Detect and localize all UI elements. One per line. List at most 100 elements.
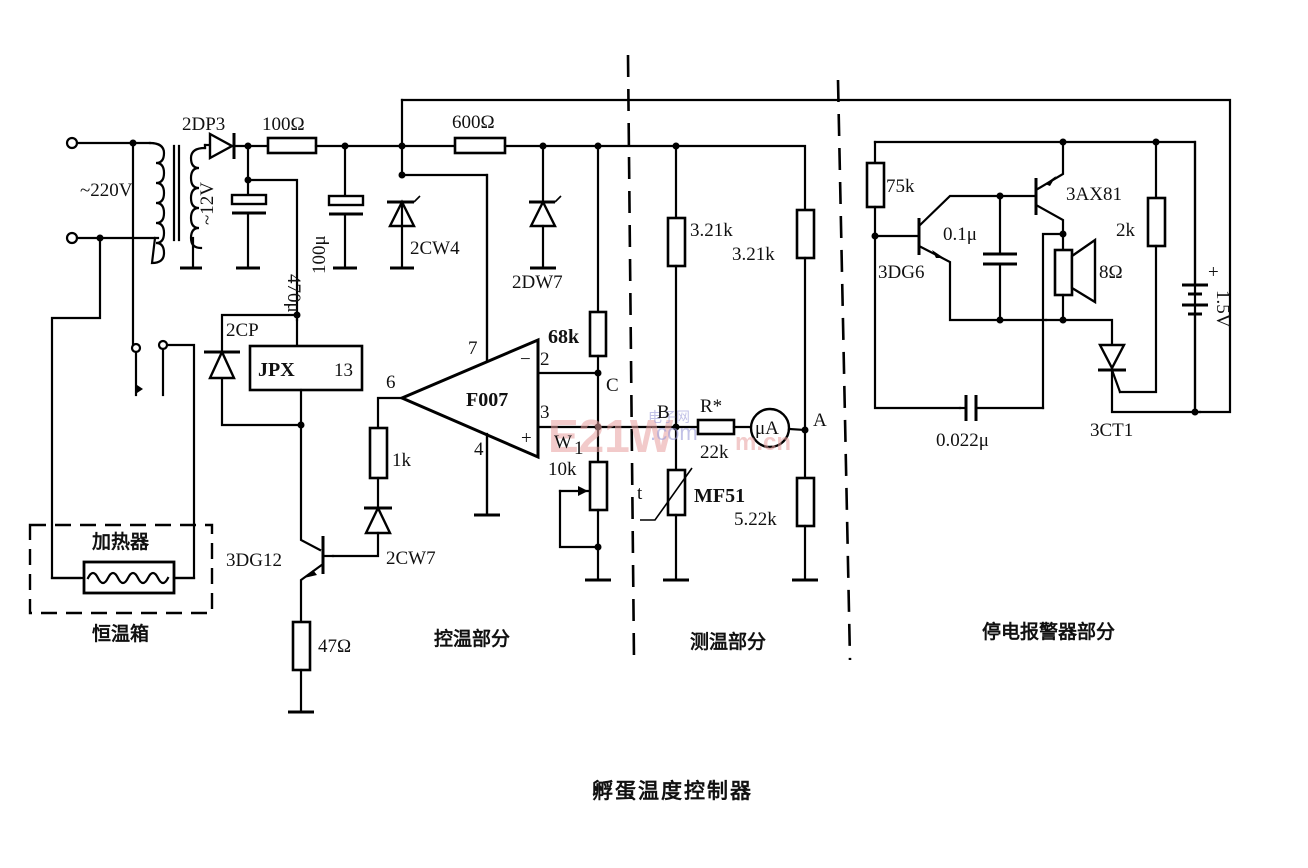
watermark-logo: E21W xyxy=(548,410,674,462)
divider-measure-alarm xyxy=(836,79,852,661)
label-22k: 22k xyxy=(700,442,729,463)
mains-input xyxy=(50,136,160,580)
label-pin4: 4 xyxy=(474,439,484,460)
label-0-1u: 0.1μ xyxy=(943,224,977,245)
diagram-title: 孵蛋温度控制器 xyxy=(592,779,753,803)
label-2k: 2k xyxy=(1116,220,1136,241)
label-mains: ~220V xyxy=(80,180,133,201)
label-3-21k-right: 3.21k xyxy=(732,244,775,265)
capacitor-100u xyxy=(327,144,365,270)
label-node-b: B xyxy=(657,402,670,423)
incubator-box xyxy=(28,523,214,615)
label-section-alarm: 停电报警器部分 xyxy=(982,620,1115,643)
label-2dw7: 2DW7 xyxy=(512,272,563,293)
label-w1-sub: 1 xyxy=(574,438,584,459)
battery-1-5v xyxy=(1182,140,1208,414)
label-600ohm: 600Ω xyxy=(452,112,495,133)
label-node-c: C xyxy=(606,375,619,396)
potentiometer-w1 xyxy=(588,460,609,512)
relay-jpx xyxy=(204,311,364,429)
primary-coil xyxy=(148,141,166,265)
label-1k: 1k xyxy=(392,450,412,471)
label-68k: 68k xyxy=(548,326,580,348)
label-3ax81: 3AX81 xyxy=(1066,184,1122,205)
label-47ohm: 47Ω xyxy=(318,636,351,657)
rectifier-2dp3 xyxy=(203,131,270,161)
label-10k: 10k xyxy=(548,459,577,480)
label-5-22k: 5.22k xyxy=(734,509,777,530)
watermark: E21W .com 电子网 m.cn xyxy=(548,409,791,462)
diode-icon xyxy=(208,131,235,161)
watermark-sub: .com xyxy=(650,420,698,445)
mains-terminal-bottom xyxy=(65,231,79,245)
label-0-022u: 0.022μ xyxy=(936,430,989,451)
resistor-1k xyxy=(368,426,389,480)
diode-2cp xyxy=(208,349,236,380)
label-pin7: 7 xyxy=(468,338,478,359)
transformer xyxy=(148,141,207,270)
resistor-2k xyxy=(1146,196,1167,248)
zener-2dw7 xyxy=(529,144,562,270)
speaker-icon xyxy=(1070,237,1097,305)
label-heater: 加热器 xyxy=(91,530,150,553)
label-2dp3: 2DP3 xyxy=(182,114,225,135)
label-section-control: 控温部分 xyxy=(434,627,510,650)
label-3ct1: 3CT1 xyxy=(1090,420,1133,441)
thermistor-mf51 xyxy=(640,467,693,582)
label-f007: F007 xyxy=(466,389,508,411)
label-secondary: ~12V xyxy=(197,182,218,225)
label-pin6: 6 xyxy=(386,372,396,393)
label-relay-pin: 13 xyxy=(334,360,353,381)
capacitor-470u xyxy=(230,144,299,322)
label-pin2: 2 xyxy=(540,349,550,370)
speaker-8ohm xyxy=(1044,232,1114,347)
label-3-21k-left: 3.21k xyxy=(690,220,733,241)
resistor-100ohm xyxy=(266,136,318,155)
capacitor-0-1u xyxy=(983,192,1037,324)
label-w1: W xyxy=(554,432,572,453)
resistor-3-21k-right xyxy=(795,208,816,260)
scr-3ct1 xyxy=(1098,343,1202,416)
capacitor-0-022u xyxy=(958,395,1045,421)
label-mf51: MF51 xyxy=(694,485,745,507)
resistor-68k xyxy=(588,310,608,358)
watermark-site: m.cn xyxy=(735,429,791,456)
label-section-measure: 测温部分 xyxy=(690,630,766,653)
label-node-a: A xyxy=(813,410,827,431)
label-minus: − xyxy=(520,349,531,370)
label-pin3: 3 xyxy=(540,402,550,423)
label-3dg12: 3DG12 xyxy=(226,550,282,571)
zener-2cw7 xyxy=(331,505,392,558)
resistor-5-22k xyxy=(795,476,816,528)
label-2cw7: 2CW7 xyxy=(386,548,436,569)
heater-coil-icon xyxy=(86,571,170,585)
label-microamp: μA xyxy=(755,418,779,439)
label-100u: 100μ xyxy=(309,235,330,274)
mains-terminal-top xyxy=(65,136,79,150)
label-r-star: R* xyxy=(700,396,722,417)
watermark-cn: 电子网 xyxy=(648,409,690,425)
label-8ohm: 8Ω xyxy=(1099,262,1123,283)
label-incubator: 恒温箱 xyxy=(92,622,149,645)
transistor-3ax81 xyxy=(1034,140,1067,410)
transistor-3dg6 xyxy=(917,194,1048,322)
label-75k: 75k xyxy=(886,176,915,197)
label-2cp: 2CP xyxy=(226,320,259,341)
label-jpx: JPX xyxy=(258,359,295,381)
label-3dg6: 3DG6 xyxy=(878,262,924,283)
label-470u: 470μ xyxy=(283,274,304,313)
label-plus: + xyxy=(521,428,532,449)
secondary-coil xyxy=(189,146,207,250)
transistor-3dg12 xyxy=(299,423,335,622)
label-1-5v: 1.5V xyxy=(1212,290,1233,328)
heater xyxy=(50,560,196,595)
label-battery-plus: + xyxy=(1208,262,1219,283)
label-2cw4: 2CW4 xyxy=(410,238,460,259)
top-rail xyxy=(400,98,1232,414)
resistor-600ohm xyxy=(453,136,507,155)
label-100ohm: 100Ω xyxy=(262,114,305,135)
resistor-3-21k-left xyxy=(666,216,687,268)
resistor-r-star xyxy=(696,418,736,436)
resistor-75k xyxy=(865,161,886,209)
